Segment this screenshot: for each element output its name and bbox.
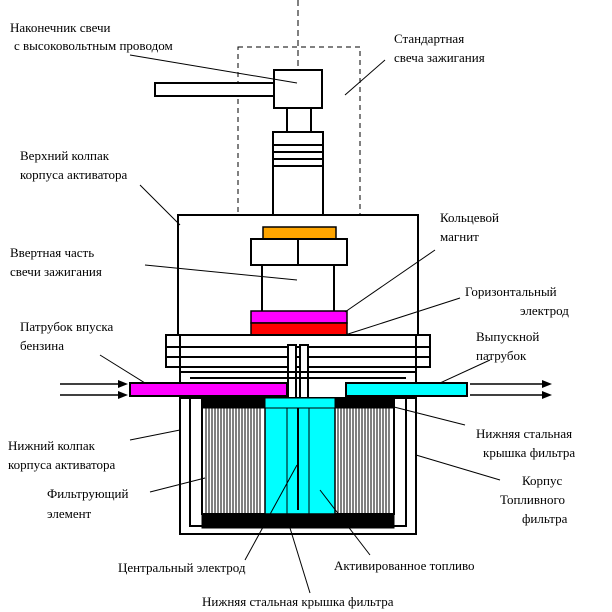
label-inlet: бензина — [20, 338, 64, 353]
housing-flange — [165, 334, 431, 348]
label-lower-steel-cover: Нижняя стальная — [476, 426, 572, 441]
inflow-arrowhead — [118, 380, 128, 388]
label-lower-steel-cover-bottom: Нижняя стальная крышка фильтра — [202, 594, 394, 609]
outflow-arrowhead — [542, 391, 552, 399]
central-electrode-rod — [299, 344, 309, 406]
label-lower-cap: корпуса активатора — [8, 457, 116, 472]
label-upper-cap: Верхний колпак — [20, 148, 110, 163]
leader-lines — [99, 54, 501, 594]
label-filter-element: элемент — [47, 506, 92, 521]
label-central-electrode: Центральный электрод — [118, 560, 246, 575]
label-outlet: Выпускной — [476, 329, 539, 344]
label-horizontal-electrode: Горизонтальный — [465, 284, 557, 299]
label-lower-steel-cover: крышка фильтра — [483, 445, 575, 460]
label-activated-fuel: Активированное топливо — [334, 558, 475, 573]
label-housing: Корпус — [522, 473, 562, 488]
lower-steel-cover — [201, 513, 395, 529]
cyan-top-gap — [264, 397, 336, 409]
label-ring-magnet: Кольцевой — [440, 210, 499, 225]
spark-plug-cap — [273, 69, 323, 109]
outlet-pipe — [345, 382, 468, 397]
housing-flange-3 — [165, 356, 431, 368]
label-screw-part: Ввертная часть — [10, 245, 94, 260]
label-spark-tip: с высоковольтным проводом — [14, 38, 173, 53]
inflow-arrowhead — [118, 391, 128, 399]
hv-wire — [154, 82, 276, 97]
label-outlet: патрубок — [476, 348, 527, 363]
label-filter-element: Фильтрующий — [47, 486, 128, 501]
outflow-arrowhead — [542, 380, 552, 388]
label-ring-magnet: магнит — [440, 229, 479, 244]
label-inlet: Патрубок впуска — [20, 319, 113, 334]
label-screw-part: свечи зажигания — [10, 264, 102, 279]
label-upper-cap: корпуса активатора — [20, 167, 128, 182]
ring-magnet-mid — [250, 322, 348, 336]
label-spark-tip: Наконечник свечи — [10, 20, 111, 35]
central-electrode-rod — [287, 344, 297, 406]
label-standard-plug: свеча зажигания — [394, 50, 485, 65]
label-standard-plug: Стандартная — [394, 31, 464, 46]
label-horizontal-electrode: электрод — [520, 303, 569, 318]
ring-magnet-top — [250, 310, 348, 324]
label-housing: Топливного — [500, 492, 565, 507]
label-lower-cap: Нижний колпак — [8, 438, 96, 453]
housing-flange-2 — [165, 346, 431, 358]
orange-washer — [262, 226, 337, 240]
plug-insulator — [272, 131, 324, 228]
label-housing: фильтра — [522, 511, 568, 526]
plug-neck — [286, 107, 312, 133]
inlet-pipe — [129, 382, 288, 397]
